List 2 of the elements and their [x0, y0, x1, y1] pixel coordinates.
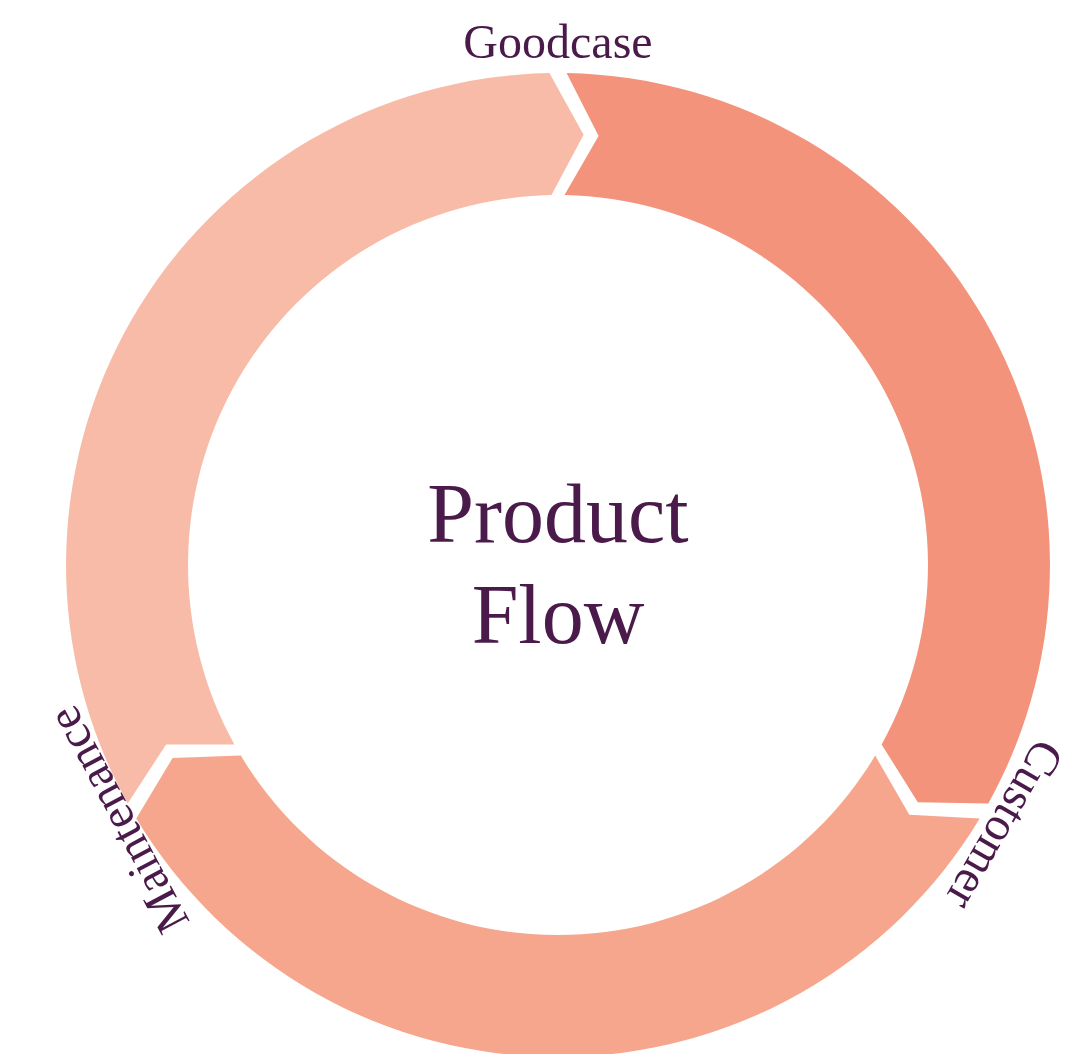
center-title: Product Flow	[426, 466, 690, 663]
segment-label: Goodcase	[463, 18, 653, 66]
